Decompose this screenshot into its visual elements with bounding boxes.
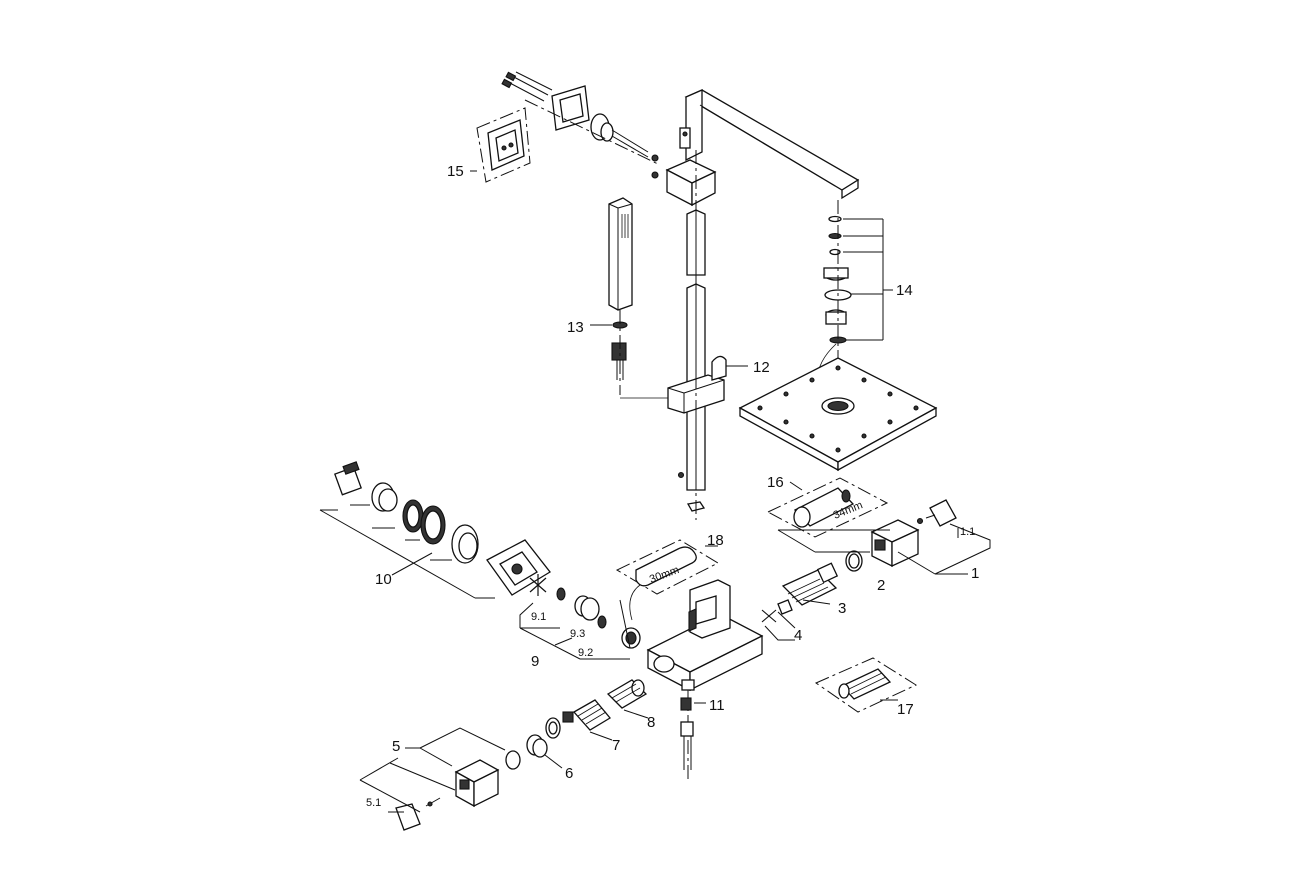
plate-holes: [757, 365, 919, 453]
label-1: 1: [971, 565, 979, 582]
label-10: 10: [375, 571, 392, 588]
label-11: 11: [709, 697, 725, 714]
label-17: 17: [897, 701, 914, 718]
hose-nut: [611, 342, 627, 361]
label-9-3: 9.3: [570, 628, 585, 640]
label-13: 13: [567, 319, 584, 336]
label-5: 5: [392, 738, 400, 755]
cartridge-7: [572, 699, 611, 731]
wrench-tool: [615, 539, 720, 595]
cap-1-1: [929, 499, 957, 527]
label-5-1: 5.1: [366, 797, 381, 809]
thermostat-body: [646, 579, 764, 780]
head-shower: [738, 200, 938, 472]
handle-right: [870, 499, 991, 575]
valve-parts-9: [519, 574, 641, 660]
wall-bracket-assembly: [470, 71, 661, 183]
tool-16: [766, 477, 890, 553]
label-18: 18: [707, 532, 724, 549]
wall-plate-outline: [476, 107, 531, 183]
shower-column: [620, 89, 860, 520]
outlet-fitting-11: [680, 697, 706, 770]
hand-shower: [590, 197, 633, 395]
callout-labels: 15 13 12 14 16 18 10 9.1 9.3 9.2 9 1.1 1…: [366, 163, 979, 809]
label-8: 8: [647, 714, 655, 731]
cartridge-17: [814, 657, 918, 713]
tool-outline: [766, 477, 889, 538]
label-16: 16: [767, 474, 784, 491]
cap-5-1: [395, 803, 421, 831]
cartridge-17-outline: [814, 657, 918, 713]
label-14: 14: [896, 282, 913, 299]
label-1-1: 1.1: [960, 526, 975, 538]
label-9: 9: [531, 653, 539, 670]
label-6: 6: [565, 765, 573, 782]
label-2: 2: [877, 577, 885, 594]
label-12: 12: [753, 359, 770, 376]
label-15: 15: [447, 163, 464, 180]
label-4: 4: [794, 627, 802, 644]
valve-set-left: [359, 679, 649, 831]
label-7: 7: [612, 737, 620, 754]
label-9-1: 9.1: [531, 611, 546, 623]
hand-shower-body: [608, 197, 633, 311]
label-9-2: 9.2: [578, 647, 593, 659]
mounting-lines: [319, 504, 495, 599]
cartridge-right: [761, 550, 863, 641]
label-3: 3: [838, 600, 846, 617]
connection-set-left: [319, 461, 551, 599]
